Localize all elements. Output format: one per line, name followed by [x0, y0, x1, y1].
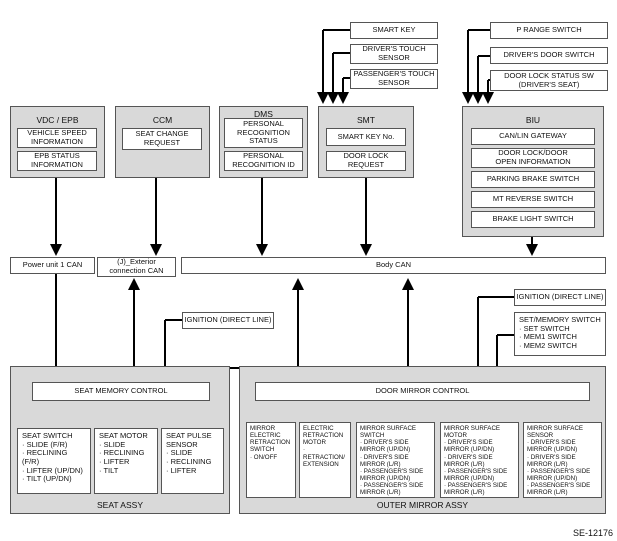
brake-light-switch-box: BRAKE LIGHT SWITCH: [471, 211, 595, 228]
door-lock-request-box: DOOR LOCK REQUEST: [326, 151, 406, 171]
drivers-touch-sensor-box: DRIVER'S TOUCH SENSOR: [350, 44, 438, 64]
seat-switch-item: · SLIDE (F/R): [22, 439, 68, 449]
seat-motor-item: · RECLINING: [99, 448, 145, 458]
dms-title: DMS: [254, 109, 273, 119]
smart-key-no-box: SMART KEY No.: [326, 128, 406, 146]
set-memory-switch-box: SET/MEMORY SWITCH · SET SWITCH · MEM1 SW…: [514, 312, 606, 356]
seat-switch-item: · TILT (UP/DN): [22, 474, 72, 484]
seat-motor-item: · LIFTER: [99, 456, 130, 466]
exterior-connection-can-bus: (J)_Exterior connection CAN: [97, 257, 176, 277]
seat-motor-item: · SLIDE: [99, 439, 126, 449]
seat-motor-title: SEAT MOTOR: [99, 431, 148, 440]
set-memory-switch-title: SET/MEMORY SWITCH: [519, 315, 601, 324]
personal-recognition-status-box: PERSONAL RECOGNITION STATUS: [224, 118, 303, 148]
seat-change-request-box: SEAT CHANGE REQUEST: [122, 128, 202, 150]
seat-switch-box: SEAT SWITCH · SLIDE (F/R) · RECLINING (F…: [17, 428, 91, 494]
mirror-surface-motor-box: MIRROR SURFACE MOTOR · DRIVER'S SIDE MIR…: [440, 422, 519, 498]
vehicle-speed-info-box: VEHICLE SPEED INFORMATION: [17, 128, 97, 148]
mt-reverse-switch-box: MT REVERSE SWITCH: [471, 191, 595, 208]
seat-switch-item: · RECLINING (F/R): [22, 448, 68, 466]
smart-key-box: SMART KEY: [350, 22, 438, 39]
door-lock-status-sw-box: DOOR LOCK STATUS SW (DRIVER'S SEAT): [490, 70, 608, 91]
seat-pulse-item: · RECLINING: [166, 456, 212, 466]
seat-pulse-sensor-box: SEAT PULSE SENSOR · SLIDE · RECLINING · …: [161, 428, 224, 494]
mem2-switch-item: · MEM2 SWITCH: [519, 340, 577, 350]
seat-assy-label: SEAT ASSY: [97, 500, 143, 510]
electric-retraction-motor-box: ELECTRIC RETRACTION MOTOR · RETRACTION/ …: [299, 422, 351, 498]
p-range-switch-box: P RANGE SWITCH: [490, 22, 608, 39]
seat-pulse-title: SEAT PULSE SENSOR: [166, 431, 212, 449]
can-lin-gateway-box: CAN/LIN GATEWAY: [471, 128, 595, 145]
parking-brake-switch-box: PARKING BRAKE SWITCH: [471, 171, 595, 188]
door-lock-open-info-box: DOOR LOCK/DOOR OPEN INFORMATION: [471, 148, 595, 168]
power-unit-can-bus: Power unit 1 CAN: [10, 257, 95, 274]
seat-switch-item: · LIFTER (UP/DN): [22, 465, 83, 475]
seat-memory-control-box: SEAT MEMORY CONTROL: [32, 382, 210, 401]
seat-motor-item: · TILT: [99, 465, 119, 475]
drivers-door-switch-box: DRIVER'S DOOR SWITCH: [490, 47, 608, 64]
biu-title: BIU: [525, 115, 541, 125]
seat-pulse-item: · LIFTER: [166, 465, 197, 475]
passengers-touch-sensor-box: PASSENGER'S TOUCH SENSOR: [350, 69, 438, 89]
personal-recognition-id-box: PERSONAL RECOGNITION ID: [224, 151, 303, 171]
outer-mirror-assy-label: OUTER MIRROR ASSY: [376, 500, 469, 510]
seat-motor-box: SEAT MOTOR · SLIDE · RECLINING · LIFTER …: [94, 428, 158, 494]
set-switch-item: · SET SWITCH: [519, 323, 570, 333]
mirror-retraction-switch-box: MIRROR ELECTRIC RETRACTION SWITCH · ON/O…: [246, 422, 296, 498]
door-mirror-control-box: DOOR MIRROR CONTROL: [255, 382, 590, 401]
ignition-direct-line-right: IGNITION (DIRECT LINE): [514, 289, 606, 306]
mirror-surface-sensor-box: MIRROR SURFACE SENSOR · DRIVER'S SIDE MI…: [523, 422, 602, 498]
mirror-surface-switch-box: MIRROR SURFACE SWITCH · DRIVER'S SIDE MI…: [356, 422, 435, 498]
vdc-epb-title: VDC / EPB: [36, 115, 79, 125]
body-can-bus: Body CAN: [181, 257, 606, 274]
figure-code: SE-12176: [572, 528, 613, 538]
mem1-switch-item: · MEM1 SWITCH: [519, 332, 577, 342]
seat-pulse-item: · SLIDE: [166, 448, 193, 458]
seat-switch-title: SEAT SWITCH: [22, 431, 73, 440]
ignition-direct-line-left: IGNITION (DIRECT LINE): [182, 312, 274, 329]
smt-title: SMT: [357, 115, 375, 125]
epb-status-info-box: EPB STATUS INFORMATION: [17, 151, 97, 171]
ccm-title: CCM: [152, 115, 173, 125]
